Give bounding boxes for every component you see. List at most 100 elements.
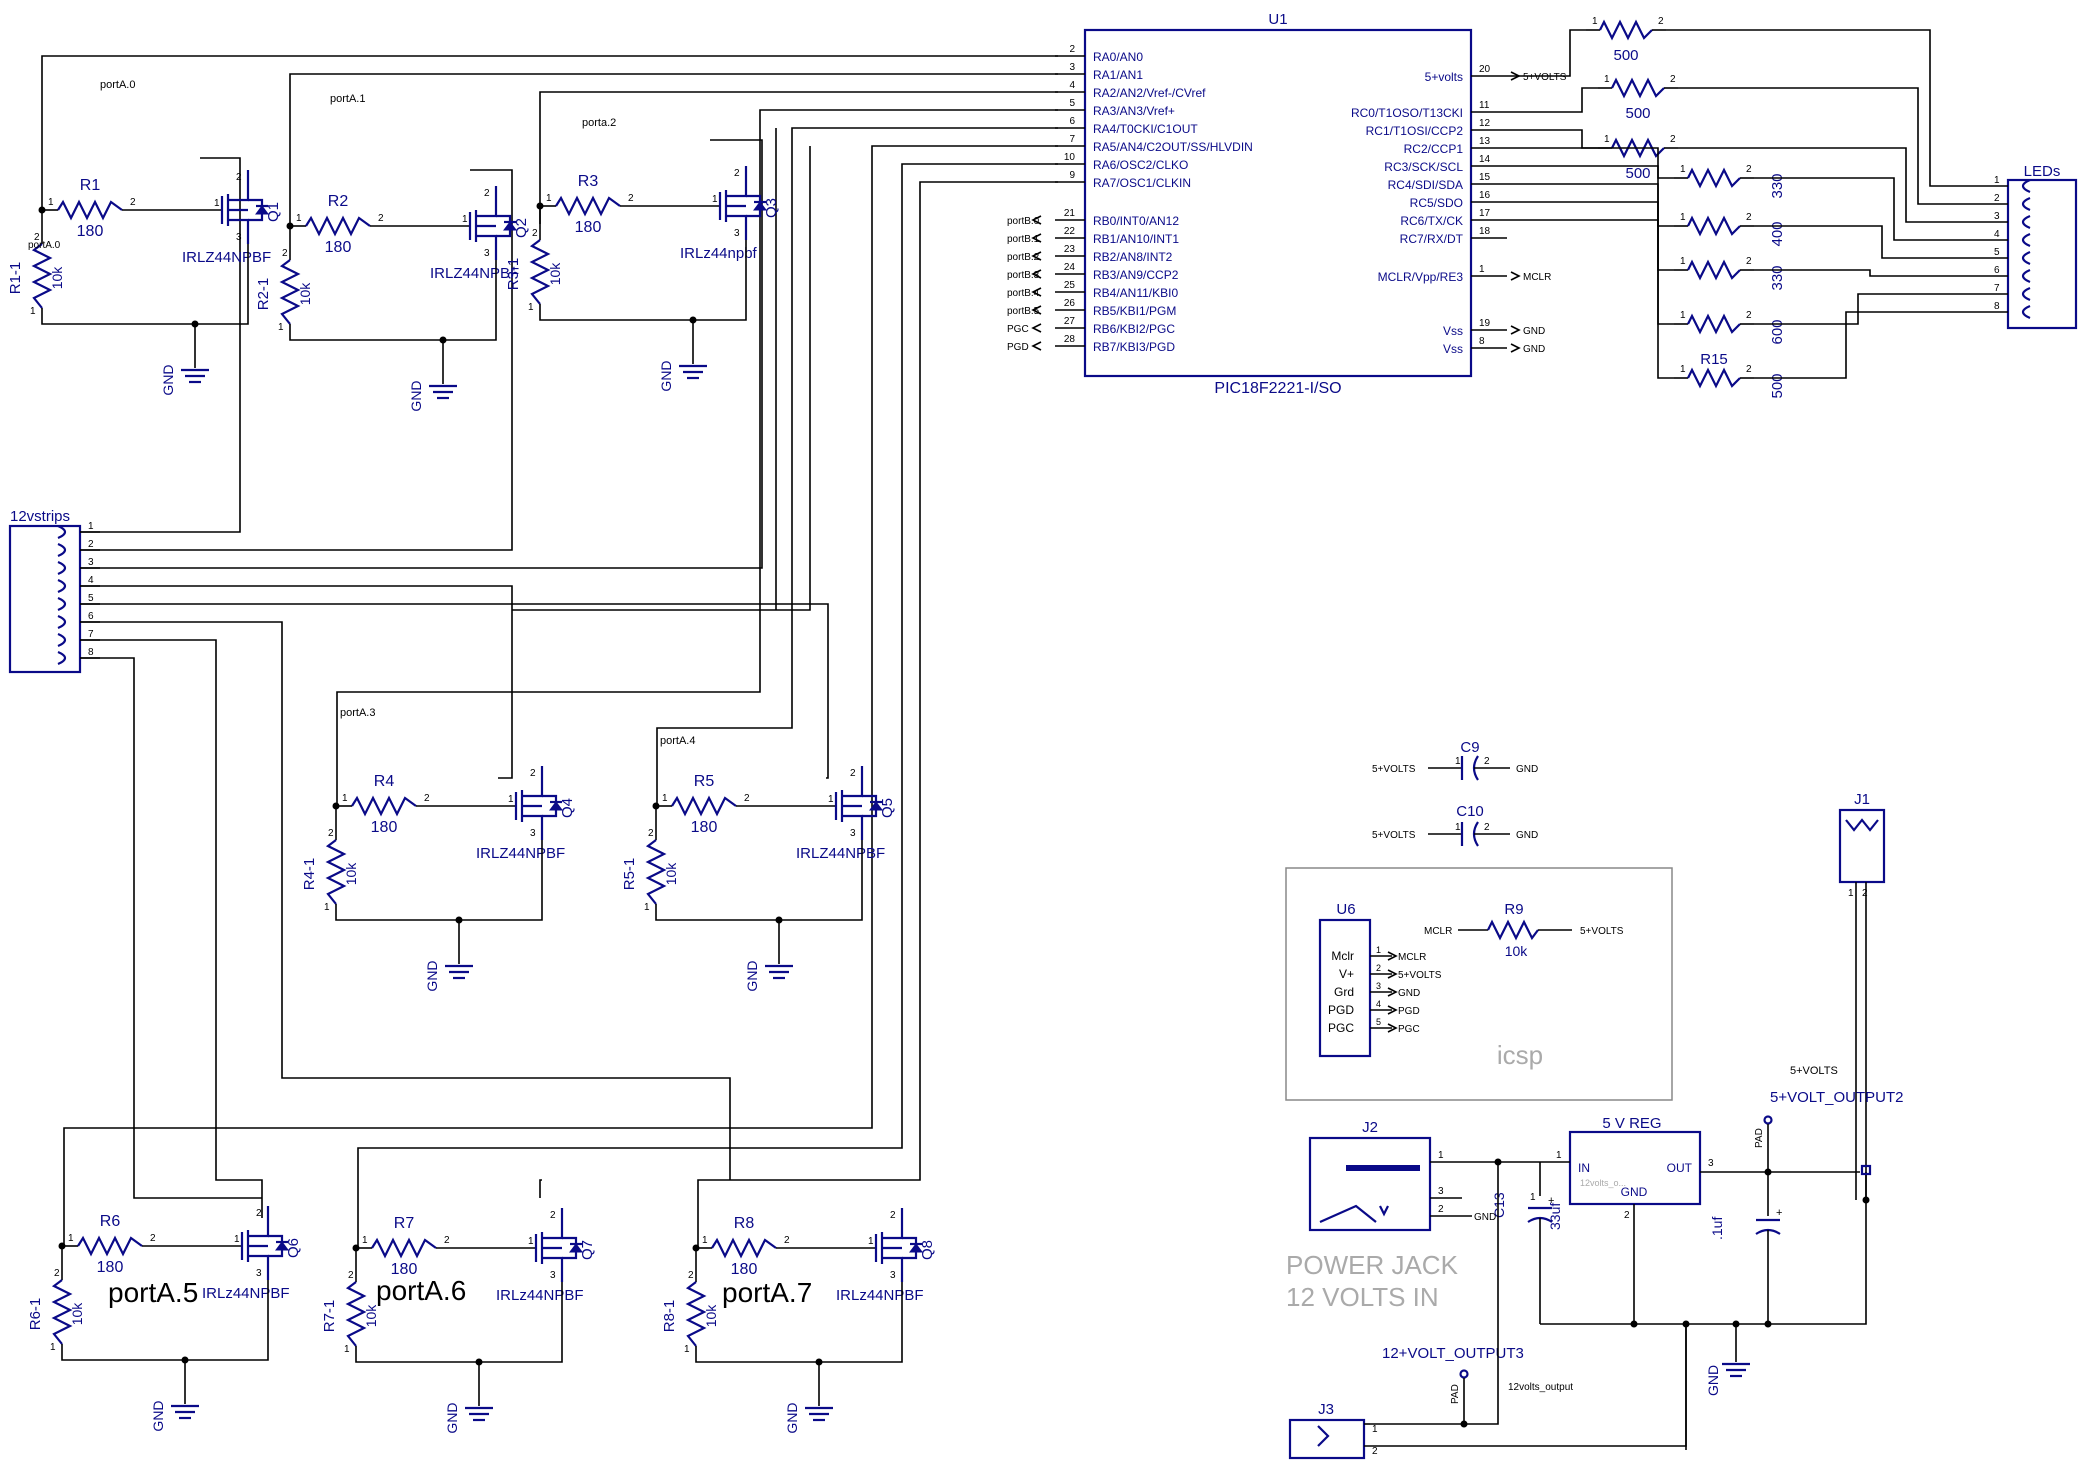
svg-text:PGC: PGC [1328,1021,1354,1035]
svg-text:2: 2 [530,768,536,779]
svg-text:2: 2 [1376,963,1381,973]
svg-text:Grd: Grd [1334,985,1354,999]
c10-net-left: 5+VOLTS [1372,830,1416,841]
mosfet-ref: Q6 [285,1238,302,1258]
pulldown-value: 10k [703,1304,719,1328]
u1-net-label: portB.2 [1007,252,1040,263]
u1-pin-name: RB3/AN9/CCP2 [1093,268,1179,282]
svg-text:12: 12 [1479,118,1491,129]
pulldown-ref: R1-1 [7,262,24,295]
pulldown-value: 10k [343,862,359,886]
mosfet-ref: Q2 [513,218,530,238]
reg-ghost-label: 12volts_o... [1580,1178,1626,1188]
svg-text:2: 2 [784,1235,790,1246]
u1-pin-name: RC6/TX/CK [1400,214,1463,228]
u1-pin-name: RA2/AN2/Vref-/CVref [1093,86,1206,100]
port-note: portA.0 [28,240,61,251]
u1-pin-name: RB4/AN11/KBI0 [1093,286,1178,300]
u1-pin-name: RC0/T1OSO/T13CKI [1351,106,1463,120]
svg-text:3: 3 [890,1270,896,1281]
svg-text:2: 2 [88,539,94,550]
u1-pin-name: Vss [1443,342,1463,356]
mosfet-ref: Q5 [879,798,896,818]
pulldown-value: 10k [49,266,65,290]
svg-text:GND: GND [1705,1365,1721,1396]
u1-net-label: MCLR [1523,272,1551,283]
u1-pin-name: RB7/KBI3/PGD [1093,340,1175,354]
svg-text:3: 3 [550,1270,556,1281]
pulldown-ref: R4-1 [301,858,318,891]
svg-text:1: 1 [462,214,468,225]
svg-text:2: 2 [236,172,242,183]
j1-ref: J1 [1854,791,1870,808]
gate-resistor-ref: R2 [328,193,349,210]
reg-out-label: OUT [1667,1161,1693,1175]
svg-text:4: 4 [1994,229,2000,240]
svg-text:1: 1 [1455,756,1461,767]
svg-text:1: 1 [296,213,302,224]
svg-text:2: 2 [688,1270,694,1281]
gate-resistor-value: 180 [325,239,352,256]
svg-text:1: 1 [528,302,534,313]
svg-text:1: 1 [324,902,330,913]
jack-label-2: 12 VOLTS IN [1286,1282,1439,1312]
svg-text:MCLR: MCLR [1398,952,1426,963]
leds-ref: LEDs [2024,163,2061,180]
svg-text:2: 2 [282,248,288,259]
svg-text:2: 2 [328,828,334,839]
ground-label: GND [658,360,674,391]
gate-resistor [555,195,621,217]
u1-net-label: portB.5 [1007,306,1040,317]
out2-net: 5+VOLTS [1790,1065,1838,1077]
u1-pin-name: RA5/AN4/C2OUT/SS/HLVDIN [1093,140,1253,154]
gate-resistor-value: 180 [575,219,602,236]
gate-resistor-value: 180 [77,223,104,240]
pulldown-ref: R5-1 [621,858,638,891]
u1-net-label: portB.3 [1007,270,1040,281]
svg-text:PGD: PGD [1328,1003,1354,1017]
svg-text:2: 2 [628,193,634,204]
mosfet-part: IRLZ44NPBF [796,845,885,862]
u1-pin-name: RC3/SCK/SCL [1384,160,1463,174]
u1-net-label: portB.4 [1007,288,1040,299]
u1-net-label: GND [1523,344,1545,355]
u1-net-label: GND [1523,326,1545,337]
c13-value: 33uf [1547,1203,1563,1230]
u1-pin-name: RA1/AN1 [1093,68,1143,82]
svg-text:23: 23 [1064,244,1076,255]
mosfet-ref: Q3 [763,198,780,218]
svg-text:2: 2 [1484,822,1490,833]
u1-net-label: PGD [1007,342,1029,353]
mosfet-ref: Q7 [579,1240,596,1260]
icsp-pin-2: V+25+VOLTS [1339,963,1442,981]
u1-pin-name: RB5/KBI1/PGM [1093,304,1176,318]
svg-text:2: 2 [1372,1446,1378,1457]
power-section: J1 1 2 J2 1 3 2 GND POWER JACK 12 VOLTS … [1286,791,1904,1460]
connector-pin-7: 7 [1982,283,2031,302]
svg-text:2: 2 [444,1235,450,1246]
svg-text:3: 3 [484,248,490,259]
pulldown-resistor [685,1281,707,1347]
svg-text:1: 1 [546,193,552,204]
svg-text:2: 2 [1746,212,1752,223]
r9-net-right: 5+VOLTS [1580,926,1624,937]
svg-text:3: 3 [530,828,536,839]
r9-value: 10k [1505,943,1529,959]
pulldown-resistor [325,839,347,905]
svg-text:2: 2 [1069,44,1075,55]
